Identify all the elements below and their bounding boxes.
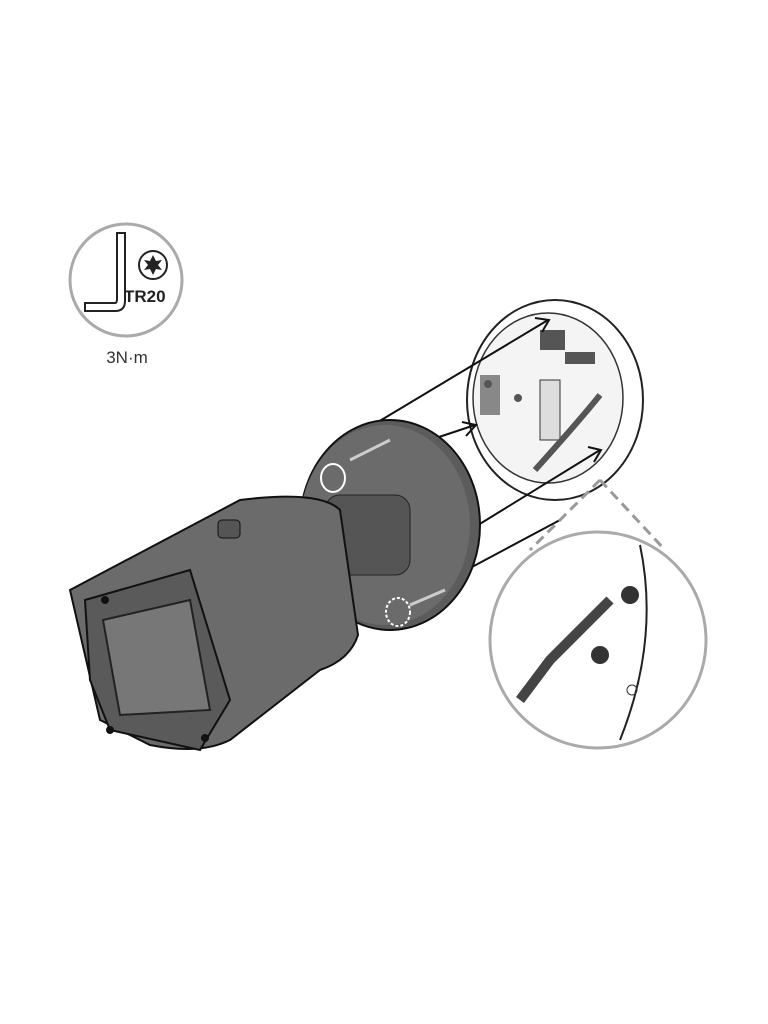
- torque-label: 3N·m: [106, 348, 148, 367]
- tool-size-label: TR20: [124, 287, 166, 306]
- torx-security-icon: [138, 250, 168, 280]
- detail-callout: [488, 478, 708, 750]
- bullet-camera-body: [68, 495, 360, 752]
- mounting-base: [466, 299, 644, 501]
- hex-key-icon: [84, 232, 126, 312]
- tool-badge: [68, 222, 184, 338]
